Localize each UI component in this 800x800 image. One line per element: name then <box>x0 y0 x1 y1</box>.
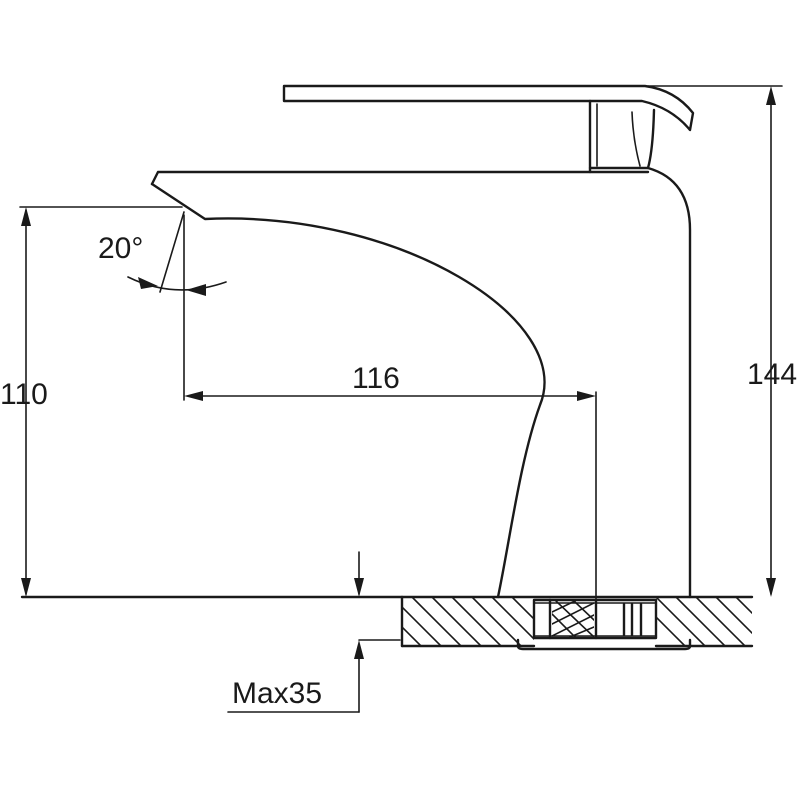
dimension-deck-thickness: Max35 <box>227 551 401 713</box>
lever-handle <box>282 84 695 132</box>
dimension-reach-label: 116 <box>352 362 400 395</box>
base-nut <box>516 638 692 651</box>
dimension-angle-label: 20° <box>98 232 143 265</box>
dimension-spout-height-label: 110 <box>0 378 48 411</box>
faucet-body <box>150 166 692 599</box>
cartridge-housing <box>588 99 656 170</box>
dimension-total-height: 144 <box>647 85 797 597</box>
deck-section <box>20 595 754 651</box>
dimension-spout-height: 110 <box>0 206 183 597</box>
spout-top <box>150 166 592 186</box>
mounting-hardware <box>516 598 692 651</box>
dimension-angle: 20° <box>98 211 227 296</box>
faucet-outline <box>150 84 695 599</box>
dimension-total-height-label: 144 <box>747 358 797 391</box>
cartridge-ridge <box>596 103 641 167</box>
dimension-reach: 116 <box>183 214 597 621</box>
dimension-deck-thickness-label: Max35 <box>232 677 322 710</box>
